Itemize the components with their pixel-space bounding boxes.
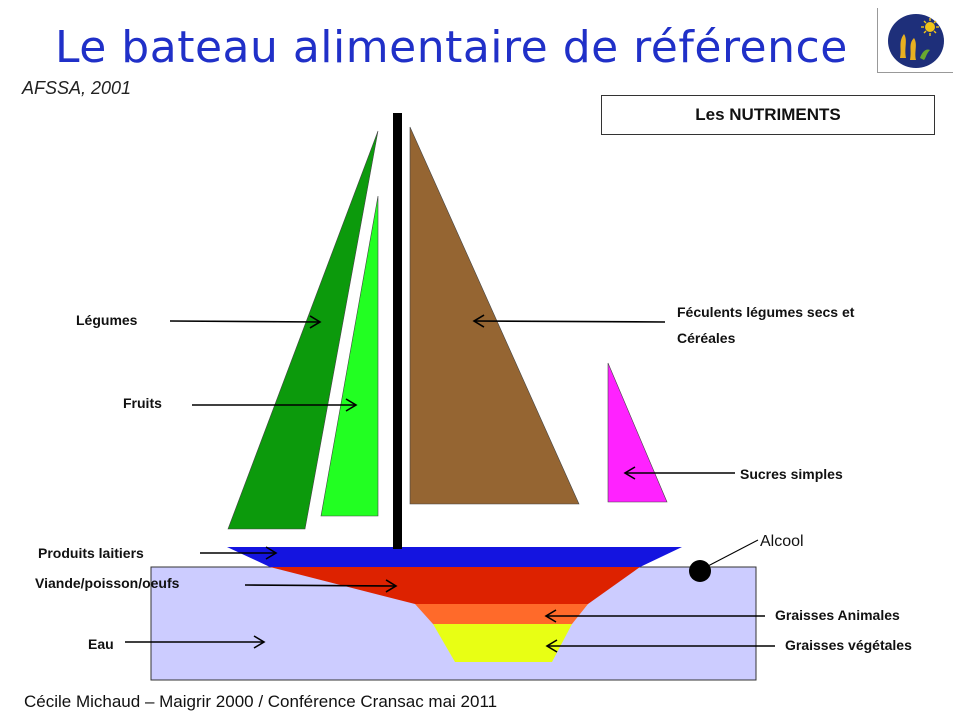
footer-credit: Cécile Michaud – Maigrir 2000 / Conféren… [24, 692, 498, 711]
label-feculents-line1: Féculents légumes secs et [677, 304, 855, 320]
alcohol-pointer [707, 539, 759, 567]
label-alcool: Alcool [760, 533, 804, 550]
arrow-feculents [472, 314, 666, 328]
page-title: Le bateau alimentaire de référence [55, 22, 848, 73]
arrow-legumes [169, 315, 322, 329]
arrow-viande [244, 579, 398, 593]
hull-dairy-layer [227, 547, 682, 567]
label-graisses-vegetales: Graisses végétales [785, 637, 912, 653]
hull-meat-layer [270, 567, 640, 604]
label-eau: Eau [88, 636, 114, 652]
source-citation: AFSSA, 2001 [22, 78, 132, 98]
logo-emblem-icon [886, 12, 946, 75]
label-graisses-animales: Graisses Animales [775, 607, 900, 623]
alcohol-dot [689, 560, 711, 582]
sail-fruits [320, 195, 379, 517]
sail-simple-sugars [607, 362, 668, 503]
label-sucres-simples: Sucres simples [740, 466, 843, 482]
hull-vegetable-fat-layer [433, 624, 572, 662]
label-fruits: Fruits [123, 395, 162, 411]
sail-starches [409, 126, 580, 505]
mast [393, 113, 402, 549]
hull-animal-fat-layer [415, 604, 588, 624]
logo [877, 8, 953, 73]
sail-vegetables [227, 130, 379, 530]
label-legumes: Légumes [76, 312, 138, 328]
nutrients-box: Les NUTRIMENTS [601, 95, 935, 135]
label-feculents-line2: Céréales [677, 330, 736, 346]
label-viande: Viande/poisson/oeufs [35, 575, 180, 591]
label-produits-laitiers: Produits laitiers [38, 545, 144, 561]
